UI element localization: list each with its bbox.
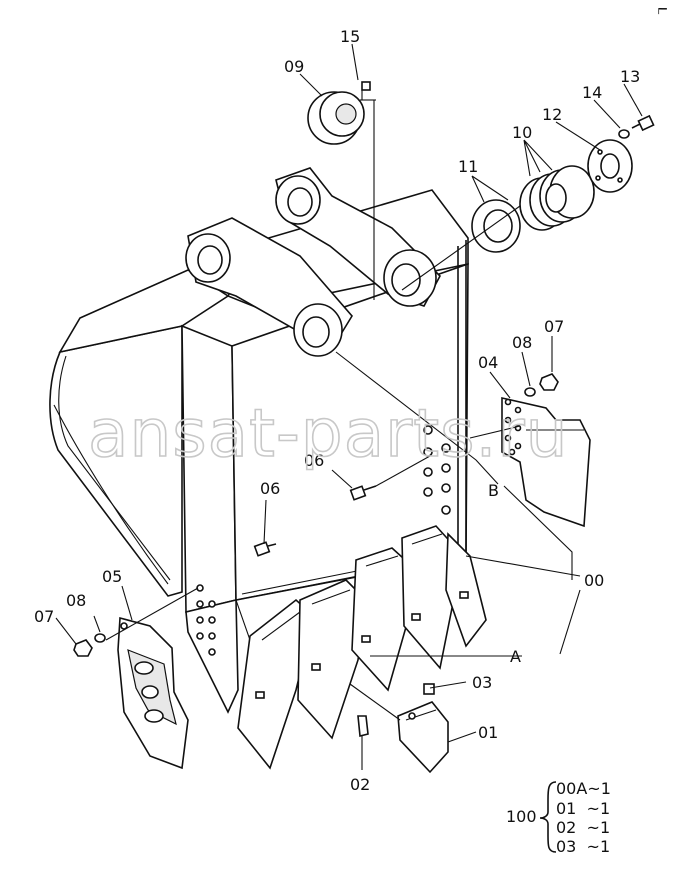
legend-row-3: 03 ~1 bbox=[556, 837, 610, 856]
cap-09 bbox=[307, 91, 365, 145]
callout-A: A bbox=[510, 647, 521, 666]
pin-15 bbox=[361, 81, 371, 91]
callout-11: 11 bbox=[458, 157, 478, 176]
lock-pin bbox=[423, 683, 435, 695]
corner-mark: ┍━ bbox=[656, 5, 667, 15]
callout-08-right: 08 bbox=[512, 333, 532, 352]
side-bolt-holes-right bbox=[423, 425, 451, 515]
shims-10 bbox=[519, 165, 595, 231]
callout-02: 02 bbox=[350, 775, 370, 794]
callout-15: 15 bbox=[340, 27, 360, 46]
plate-12 bbox=[587, 139, 633, 193]
bucket-teeth bbox=[237, 525, 487, 770]
bolt-06-upper bbox=[349, 485, 377, 501]
callout-labels: 15 09 14 13 12 10 11 08 07 04 06 06 B 00… bbox=[34, 27, 640, 794]
callout-03: 03 bbox=[472, 673, 492, 692]
tooth-detail bbox=[397, 701, 449, 774]
washer-08-left bbox=[94, 633, 106, 643]
retainer-pin bbox=[357, 715, 369, 738]
seal-11 bbox=[471, 199, 521, 253]
callout-00: 00 bbox=[584, 571, 604, 590]
assembly-legend: 100 00A~1 01 ~1 02 ~1 03 ~1 bbox=[506, 779, 611, 856]
legend-row-1: 01 ~1 bbox=[556, 799, 610, 818]
callout-12: 12 bbox=[542, 105, 562, 124]
mounting-brackets bbox=[185, 167, 441, 357]
watermark: ansat-parts.ru bbox=[88, 395, 568, 472]
side-cutter-right bbox=[501, 396, 591, 528]
callout-01: 01 bbox=[478, 723, 498, 742]
callout-14: 14 bbox=[582, 83, 602, 102]
nut-07-right bbox=[539, 373, 559, 391]
legend-row-2: 02 ~1 bbox=[556, 818, 610, 837]
callout-06-lower: 06 bbox=[260, 479, 280, 498]
legend-row-0: 00A~1 bbox=[556, 779, 611, 798]
callout-05: 05 bbox=[102, 567, 122, 586]
callout-13: 13 bbox=[620, 67, 640, 86]
callout-04: 04 bbox=[478, 353, 498, 372]
callout-06-upper: 06 bbox=[304, 451, 324, 470]
callout-07-right: 07 bbox=[544, 317, 564, 336]
side-cutter-left bbox=[117, 616, 189, 770]
callout-08-left: 08 bbox=[66, 591, 86, 610]
side-bolt-holes-left bbox=[196, 584, 216, 656]
bolt-06-lower bbox=[253, 541, 277, 557]
callout-07-left: 07 bbox=[34, 607, 54, 626]
washer-08-right bbox=[524, 387, 536, 397]
callout-09: 09 bbox=[284, 57, 304, 76]
callout-B: B bbox=[488, 481, 499, 500]
washer-14 bbox=[618, 129, 630, 139]
bolt-13 bbox=[631, 114, 655, 132]
callout-10: 10 bbox=[512, 123, 532, 142]
nut-07-left bbox=[73, 639, 93, 657]
leader-lines bbox=[55, 43, 643, 770]
legend-prefix: 100 bbox=[506, 807, 537, 826]
